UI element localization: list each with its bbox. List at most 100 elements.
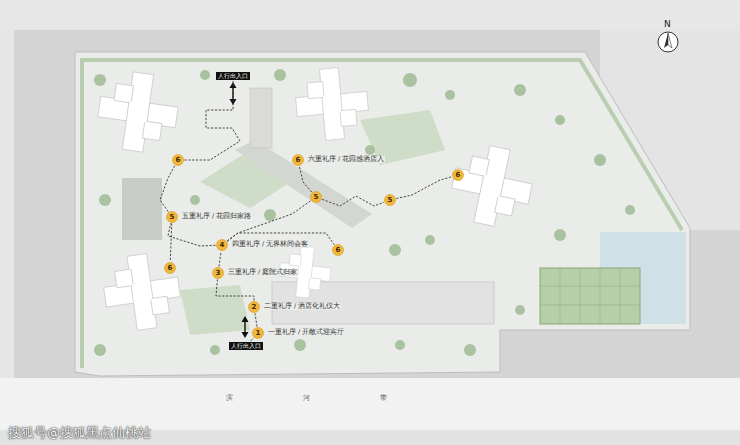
stage-label: 五重礼序 / 花园归家路 — [181, 213, 252, 220]
route-connector — [255, 313, 257, 326]
circle-fill — [453, 170, 464, 181]
garden-structure — [250, 88, 272, 148]
route-connector — [227, 201, 310, 241]
route-connector — [299, 166, 311, 192]
garden-structure — [122, 178, 162, 240]
tree — [94, 74, 106, 86]
callout-circle: 1一重礼序 / 开敞式迎宾厅 — [252, 327, 264, 339]
tree — [395, 340, 405, 350]
tree — [190, 195, 200, 205]
callout-circle: 5 — [384, 194, 396, 206]
stage-label: 三重礼序 / 庭院式归家 — [227, 269, 298, 276]
callout-circle: 2二重礼序 / 酒店化礼仪大 — [248, 301, 260, 313]
callout-circle: 6 — [452, 169, 464, 181]
route-connector — [219, 251, 221, 266]
stage-label: 六重礼序 / 花园感酒店入 — [307, 156, 385, 163]
route-connector — [170, 223, 171, 261]
riverside-road — [0, 378, 740, 430]
site-ground — [75, 52, 690, 376]
tree — [425, 235, 435, 245]
residential-tower — [94, 68, 182, 156]
route-connector — [160, 166, 175, 212]
circle-fill — [167, 212, 178, 223]
north-compass — [658, 32, 678, 52]
tree — [264, 209, 276, 221]
compass-needle — [668, 33, 672, 48]
callout-circle: 3三重礼序 / 庭院式归家 — [212, 267, 224, 279]
callout-circle: 6六重礼序 / 花园感酒店入 — [292, 154, 304, 166]
callout-number: 4 — [216, 239, 228, 251]
route-connector — [322, 196, 384, 206]
circle-fill — [293, 155, 304, 166]
route-connector — [396, 177, 451, 199]
circle-fill — [253, 328, 264, 339]
callout-number: 5 — [384, 194, 396, 206]
boundary-hedge — [80, 60, 682, 230]
callout-number: 6 — [452, 169, 464, 181]
clubhouse-roof — [540, 268, 640, 324]
tree — [365, 145, 375, 155]
route-connector — [216, 279, 254, 300]
watermark: 搜狐号@搜狐黑点仙桃站 — [8, 426, 151, 440]
callout-number: 2 — [248, 301, 260, 313]
circle-fill — [165, 263, 176, 274]
tree — [274, 69, 286, 81]
circle-fill — [173, 155, 184, 166]
callout-circle: 5五重礼序 / 花园归家路 — [166, 211, 178, 223]
stage-label: 二重礼序 / 酒店化礼仪大 — [263, 303, 341, 310]
tree — [464, 344, 476, 356]
tree — [515, 305, 525, 315]
callout-number: 3 — [212, 267, 224, 279]
roof-grid — [540, 268, 640, 324]
plaza-band — [235, 140, 372, 228]
tree — [99, 194, 111, 206]
callout-number: 6 — [332, 244, 344, 256]
west-block — [0, 30, 14, 378]
lawn — [180, 285, 250, 335]
entrance-tag: 人行出入口 — [216, 72, 250, 81]
callout-number: 6 — [292, 154, 304, 166]
north-mark: N — [664, 20, 671, 30]
arrow-shaft — [244, 320, 245, 334]
circle-fill — [213, 268, 224, 279]
tree — [554, 229, 566, 241]
north-block — [0, 0, 740, 30]
callout-number: 6 — [164, 262, 176, 274]
stage-label: 四重礼序 / 无界林间会客 — [231, 241, 309, 248]
tree — [594, 154, 606, 166]
tree — [200, 70, 210, 80]
circle-fill — [249, 302, 260, 313]
callout-number: 6 — [172, 154, 184, 166]
tree — [555, 115, 565, 125]
circle-fill — [217, 240, 228, 251]
route-connector — [185, 81, 241, 160]
tree — [294, 339, 306, 351]
compass-needle — [664, 33, 668, 48]
boundary-hedge — [80, 62, 84, 368]
tree — [403, 73, 417, 87]
entrance-label: 人行出入口 — [231, 343, 261, 350]
callout-circle: 6 — [332, 244, 344, 256]
entrance-label: 人行出入口 — [218, 73, 248, 80]
tree — [625, 205, 635, 215]
route-connector — [251, 338, 254, 341]
callout-number: 5 — [310, 191, 322, 203]
tree — [445, 90, 455, 100]
residential-tower — [100, 250, 184, 334]
compass-ring — [658, 32, 678, 52]
callout-number: 1 — [252, 327, 264, 339]
arrow-head — [242, 316, 249, 338]
stage-label: 一重礼序 / 开敞式迎宾厅 — [267, 329, 345, 336]
entrance-tag: 人行出入口 — [229, 342, 263, 351]
residential-tower — [293, 65, 370, 142]
circle-fill — [385, 195, 396, 206]
callout-circle: 4四重礼序 / 无界林间会客 — [216, 239, 228, 251]
residential-tower — [446, 140, 539, 233]
tree — [514, 84, 526, 96]
callout-circle: 5 — [310, 191, 322, 203]
circle-fill — [333, 245, 344, 256]
road-name: 滨河带 — [226, 395, 457, 403]
